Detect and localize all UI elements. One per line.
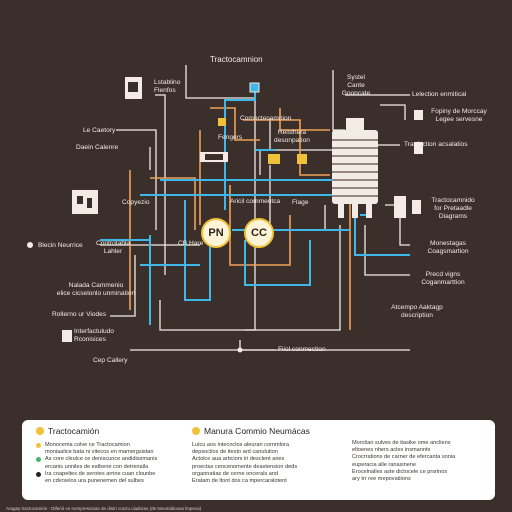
label-cb-hare: CB Hare bbox=[178, 240, 204, 247]
label-fopiny: Fopiny de Morccay Legee servesne bbox=[431, 108, 487, 123]
label-cep-callery: Cep Callery bbox=[93, 357, 128, 364]
label-comcentration: Comoctecamnion bbox=[240, 115, 292, 122]
device-shapes bbox=[27, 77, 423, 353]
label-rollerno: Rollerno ur Viodes bbox=[52, 311, 107, 318]
label-daein-calenre: Daein Calenre bbox=[76, 144, 119, 151]
label-lelection: Lelection enmitical bbox=[412, 91, 467, 98]
legend-col1-line2: As core cleulce ce deniscunce andidissma… bbox=[45, 456, 158, 470]
controller-device bbox=[72, 190, 98, 214]
label-flage: Flage bbox=[292, 199, 309, 206]
legend-col-1: Tractocamión Monocema colve ce Tractocam… bbox=[36, 426, 186, 485]
wire-left-trunk bbox=[155, 94, 166, 275]
white-lines bbox=[100, 65, 410, 351]
label-intec: Interfactuludo Rconisices bbox=[74, 328, 114, 343]
label-precd: Precd vigns Coganmarttion bbox=[421, 271, 465, 286]
legend-col2-line2: Actolce aua articiors iri desclent anes … bbox=[192, 456, 298, 470]
legend-col-3: Morctian sulves de itasike ome ancliens … bbox=[352, 440, 492, 483]
label-nalada: Nalada Cammenio elice cicselonlo unminat… bbox=[56, 282, 136, 297]
label-left-top: Lstablino Flenfos bbox=[154, 79, 181, 94]
label-systel: Systel Cante Gooncate bbox=[341, 74, 371, 97]
label-fengers: Fengers bbox=[218, 134, 243, 141]
wire-le-caetory bbox=[116, 129, 157, 230]
label-tracfection: Tracfection acsalatios bbox=[404, 141, 468, 148]
interface-device bbox=[62, 330, 72, 342]
legend-col3-line3: Erocelnalles aste dictocele ce prsrinos … bbox=[352, 468, 448, 483]
legend-col1-title: Tractocamión bbox=[48, 426, 100, 436]
legend-col1-line3: Ira coapeltes de serotes arrine cuan clo… bbox=[45, 470, 156, 485]
small-device-top bbox=[414, 110, 423, 120]
legend-dot-icon bbox=[36, 427, 44, 435]
legend-col1-line1: Monocema colve ce Tractocamion moniaalic… bbox=[45, 442, 154, 456]
legend-dot-icon bbox=[192, 427, 200, 435]
diagram-title: Tractocamnion bbox=[210, 55, 263, 64]
legend-panel: Tractocamión Monocema colve ce Tractocam… bbox=[22, 420, 495, 500]
label-blecin-neurrice: Blecin Neurrice bbox=[38, 242, 83, 249]
label-le-caetory: Le Caetory bbox=[83, 127, 116, 134]
wire-title-down bbox=[185, 65, 255, 99]
label-reisthera: Reisthera desonpation bbox=[274, 129, 310, 144]
label-controtabla: Controtabla Lahler bbox=[95, 240, 131, 255]
legend-col3-line1: Morctian sulves de itasike ome ancliens … bbox=[352, 440, 451, 454]
air-tank bbox=[332, 130, 378, 204]
label-fiol: Fiiol conmection bbox=[278, 346, 326, 353]
bullet-icon bbox=[36, 471, 41, 477]
label-aricil: Aricil commentca bbox=[230, 198, 281, 205]
title-junction bbox=[249, 82, 260, 93]
bullet-icon bbox=[36, 443, 41, 448]
footer-caption: Aragay tractocamión - Diferió ce nompres… bbox=[6, 506, 202, 511]
legend-col2-line3: organnatias de cerne oncerals and Eratam… bbox=[192, 470, 287, 485]
label-atcempo: Atcempo Aaktagp description bbox=[391, 304, 443, 319]
legend-col-2: Manura Commio Neumácas Lulcu aos intecnc… bbox=[192, 426, 342, 485]
label-tractocamnido: Tractocamnido for Pretaadle Diagrams bbox=[431, 197, 475, 220]
legend-col2-title: Manura Commio Neumácas bbox=[204, 426, 310, 436]
legend-col2-line1: Lulcu aos intecnclos aleuran cornmlora d… bbox=[192, 442, 290, 456]
yellow-valve bbox=[268, 154, 280, 164]
label-copyezio: Copyezio bbox=[122, 199, 150, 206]
label-monestagas: Monestagas Coagsmartion bbox=[427, 240, 469, 255]
legend-col3-line2: Crocrrations de carner de efercanta soni… bbox=[352, 454, 456, 468]
cc-node: CC bbox=[244, 218, 274, 248]
bullet-icon bbox=[36, 457, 41, 463]
pn-node: PN bbox=[201, 218, 231, 248]
